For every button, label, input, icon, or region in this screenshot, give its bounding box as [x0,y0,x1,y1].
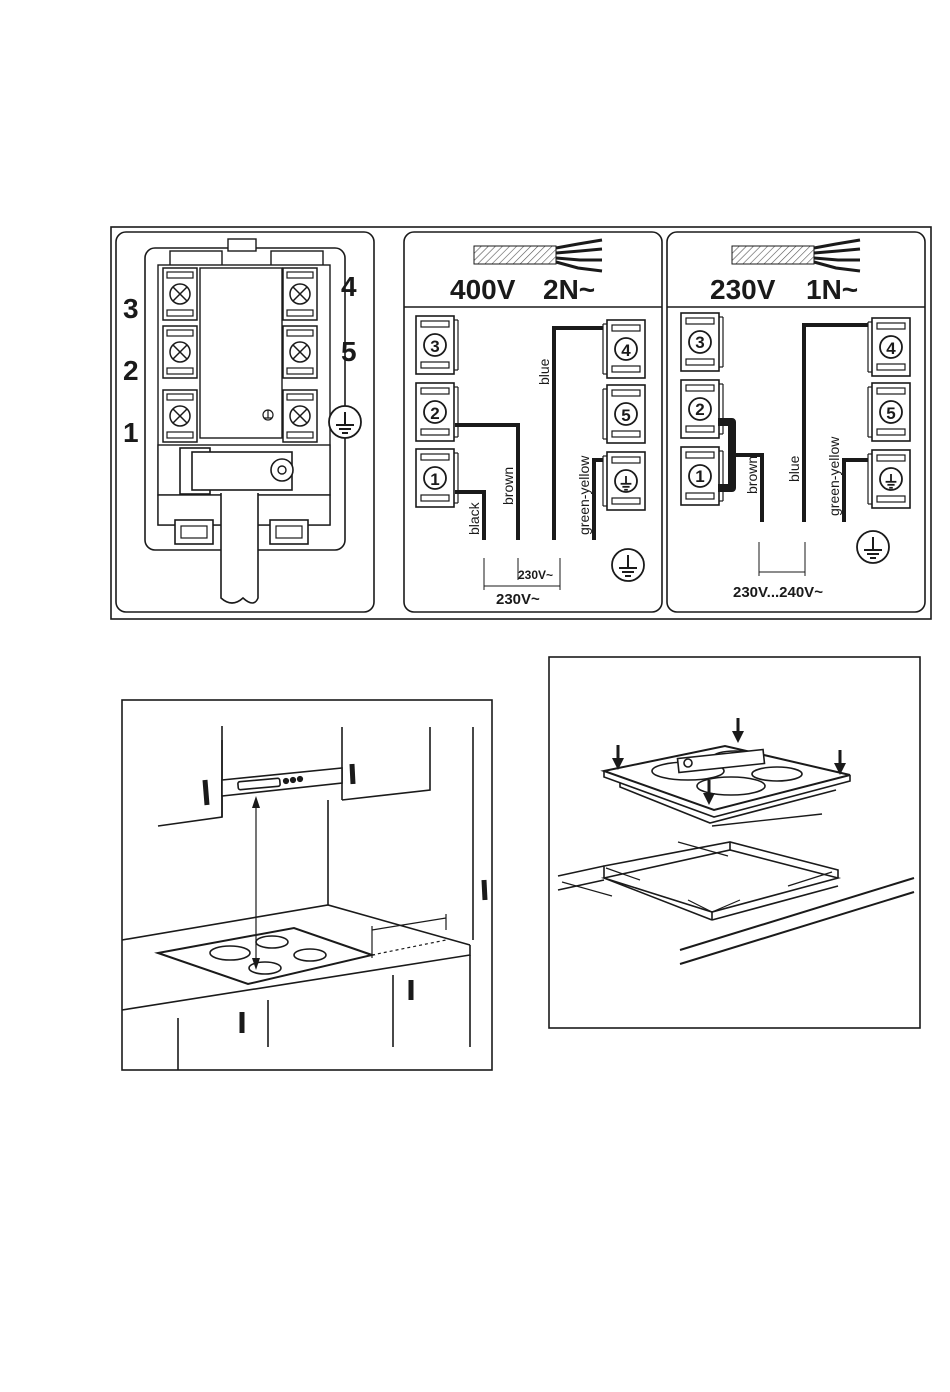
terminal-2-screw-icon [163,326,197,378]
terminal-number: 1 [695,467,704,486]
terminal-number: 3 [430,337,439,356]
terminal-earth [603,452,645,510]
wire-label-black: black [466,501,482,535]
terminal-5-screw-icon [283,326,317,378]
left-terminal-number: 1 [123,417,139,448]
earth-ground-icon [329,406,361,438]
terminal-earth [868,450,910,508]
terminal-number: 2 [430,404,439,423]
wiring-230v-panel: 230V 1N~ 3 2 1 4 5 brown blue green-yell… [667,232,925,612]
wire-label-blue: blue [536,358,552,385]
wire-label-brown: brown [500,467,516,505]
terminal-1-screw-icon [163,390,197,442]
terminal-number: 2 [695,400,704,419]
phase-label: 2N~ [543,274,595,305]
left-terminal-number: 3 [123,293,139,324]
earth-ground-icon [857,531,889,563]
terminal-number: 3 [695,333,704,352]
terminal-number: 4 [621,341,631,360]
dimension-230v-large: 230V~ [496,591,540,608]
dimension-230-240v: 230V...240V~ [733,584,823,601]
terminal-earth-screw-icon [283,390,317,442]
terminal-3-screw-icon [163,268,197,320]
earth-ground-icon [612,549,644,581]
dimension-230v-small: 230V~ [518,568,553,582]
right-terminal-number: 5 [341,336,357,367]
terminal-number: 4 [886,339,896,358]
wire-label-green-yellow: green-yellow [576,455,592,535]
wiring-400v-panel: 400V 2N~ 3 2 1 4 5 black brown blue gree… [404,232,662,612]
terminal-number: 5 [621,406,630,425]
terminal-number: 1 [430,470,439,489]
supply-cable [221,493,258,603]
voltage-label: 230V [710,274,776,305]
wire-label-brown: brown [744,456,760,494]
voltage-label: 400V [450,274,516,305]
phase-label: 1N~ [806,274,858,305]
wire-label-blue: blue [786,455,802,482]
terminal-block-panel: 3 2 1 4 5 [116,232,374,612]
terminal-4-screw-icon [283,268,317,320]
wire-label-green-yellow: green-yellow [826,436,842,516]
left-terminal-number: 2 [123,355,139,386]
kitchen-installation-figure [122,700,492,1070]
right-terminal-number: 4 [341,271,357,302]
terminal-number: 5 [886,404,895,423]
hob-mounting-figure [549,657,920,1028]
